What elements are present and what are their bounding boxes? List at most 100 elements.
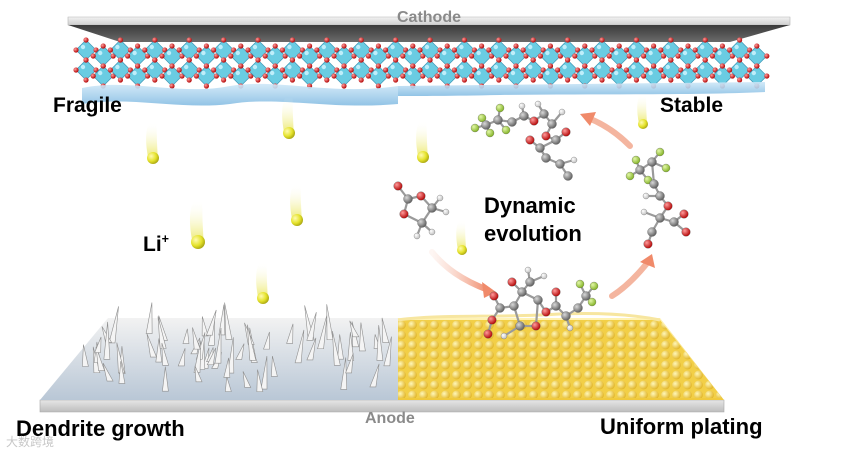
metal-atom xyxy=(459,65,463,69)
carbon-atom xyxy=(574,304,583,313)
fluorine-atom xyxy=(656,148,664,156)
oxygen-atom xyxy=(710,53,715,58)
oxygen-atom xyxy=(469,73,474,78)
oxygen-atom xyxy=(607,73,612,78)
carbon-atom xyxy=(428,204,437,213)
oxygen-atom xyxy=(255,77,260,82)
oxygen-atom xyxy=(393,77,398,82)
oxygen-atom xyxy=(668,57,673,62)
carbon-atom xyxy=(540,110,549,119)
fluorinated-ether-molecule-top xyxy=(471,101,577,181)
hydrogen-atom xyxy=(571,157,577,163)
fluorinated-molecule-right xyxy=(626,148,690,248)
oxygen-atom xyxy=(118,37,123,42)
oxygen-atom xyxy=(462,37,467,42)
oxygen-atom xyxy=(693,47,698,52)
carbon-atom xyxy=(520,112,529,121)
oxygen-atom xyxy=(142,67,147,72)
li-ion xyxy=(417,151,429,163)
metal-atom xyxy=(614,71,618,75)
oxygen-atom xyxy=(417,67,422,72)
metal-atom xyxy=(717,71,721,75)
metal-atom xyxy=(511,71,515,75)
oxygen-atom xyxy=(324,57,329,62)
oxygen-atom xyxy=(548,63,553,68)
metal-atom xyxy=(81,45,85,49)
oxygen-atom xyxy=(290,77,295,82)
metal-atom xyxy=(322,65,326,69)
metal-atom xyxy=(184,45,188,49)
oxygen-atom xyxy=(366,73,371,78)
oxygen-atom xyxy=(479,63,484,68)
metal-atom xyxy=(545,51,549,55)
carbon-atom xyxy=(548,120,557,129)
oxygen-atom xyxy=(682,228,691,237)
oxygen-atom xyxy=(211,47,216,52)
oxygen-atom xyxy=(462,57,467,62)
carbon-atom xyxy=(494,116,503,125)
oxygen-atom xyxy=(194,73,199,78)
oxygen-atom xyxy=(644,240,653,249)
metal-atom xyxy=(562,65,566,69)
oxygen-atom xyxy=(538,53,543,58)
oxygen-atom xyxy=(685,63,690,68)
fluorine-atom xyxy=(496,104,504,112)
metal-atom xyxy=(666,45,670,49)
oxygen-atom xyxy=(452,67,457,72)
watermark: 大数跨境 xyxy=(6,433,54,450)
metal-atom xyxy=(476,51,480,55)
carbon-atom xyxy=(536,144,545,153)
oxygen-atom xyxy=(710,73,715,78)
oxygen-atom xyxy=(488,316,497,325)
carbon-atom xyxy=(648,158,657,167)
cathode-label: Cathode xyxy=(0,9,858,27)
oxygen-atom xyxy=(152,77,157,82)
carbon-atom xyxy=(636,166,645,175)
oxygen-atom xyxy=(83,37,88,42)
oxygen-atom xyxy=(445,43,450,48)
oxygen-atom xyxy=(651,43,656,48)
oxygen-atom xyxy=(204,83,209,88)
metal-atom xyxy=(631,45,635,49)
metal-atom xyxy=(81,65,85,69)
oxygen-atom xyxy=(228,73,233,78)
metal-atom xyxy=(201,71,205,75)
metal-atom xyxy=(528,45,532,49)
oxygen-atom xyxy=(307,63,312,68)
metal-atom xyxy=(339,51,343,55)
oxygen-atom xyxy=(221,77,226,82)
oxygen-atom xyxy=(508,278,517,287)
metal-atom xyxy=(425,45,429,49)
oxygen-atom xyxy=(607,53,612,58)
metal-atom xyxy=(562,45,566,49)
oxygen-atom xyxy=(314,67,319,72)
oxygen-atom xyxy=(675,73,680,78)
carbon-atom xyxy=(552,302,561,311)
oxygen-atom xyxy=(280,67,285,72)
oxygen-atom xyxy=(73,67,78,72)
oxygen-atom xyxy=(393,37,398,42)
oxygen-atom xyxy=(542,308,551,317)
metal-atom xyxy=(356,45,360,49)
oxygen-atom xyxy=(169,43,174,48)
hydrogen-atom xyxy=(519,103,525,109)
oxygen-atom xyxy=(221,57,226,62)
oxygen-atom xyxy=(349,67,354,72)
oxygen-atom xyxy=(290,37,295,42)
oxygen-atom xyxy=(658,67,663,72)
oxygen-atom xyxy=(187,37,192,42)
metal-atom xyxy=(580,71,584,75)
carbon-atom xyxy=(552,136,561,145)
oxygen-atom xyxy=(238,43,243,48)
oxygen-atom xyxy=(221,37,226,42)
oxygen-atom xyxy=(135,43,140,48)
metal-atom xyxy=(580,51,584,55)
metal-atom xyxy=(390,65,394,69)
carbon-atom xyxy=(670,218,679,227)
metal-atom xyxy=(304,71,308,75)
oxygen-atom xyxy=(435,53,440,58)
fluorine-atom xyxy=(662,164,670,172)
metal-atom xyxy=(98,71,102,75)
metal-atom xyxy=(373,51,377,55)
metal-atom xyxy=(528,65,532,69)
